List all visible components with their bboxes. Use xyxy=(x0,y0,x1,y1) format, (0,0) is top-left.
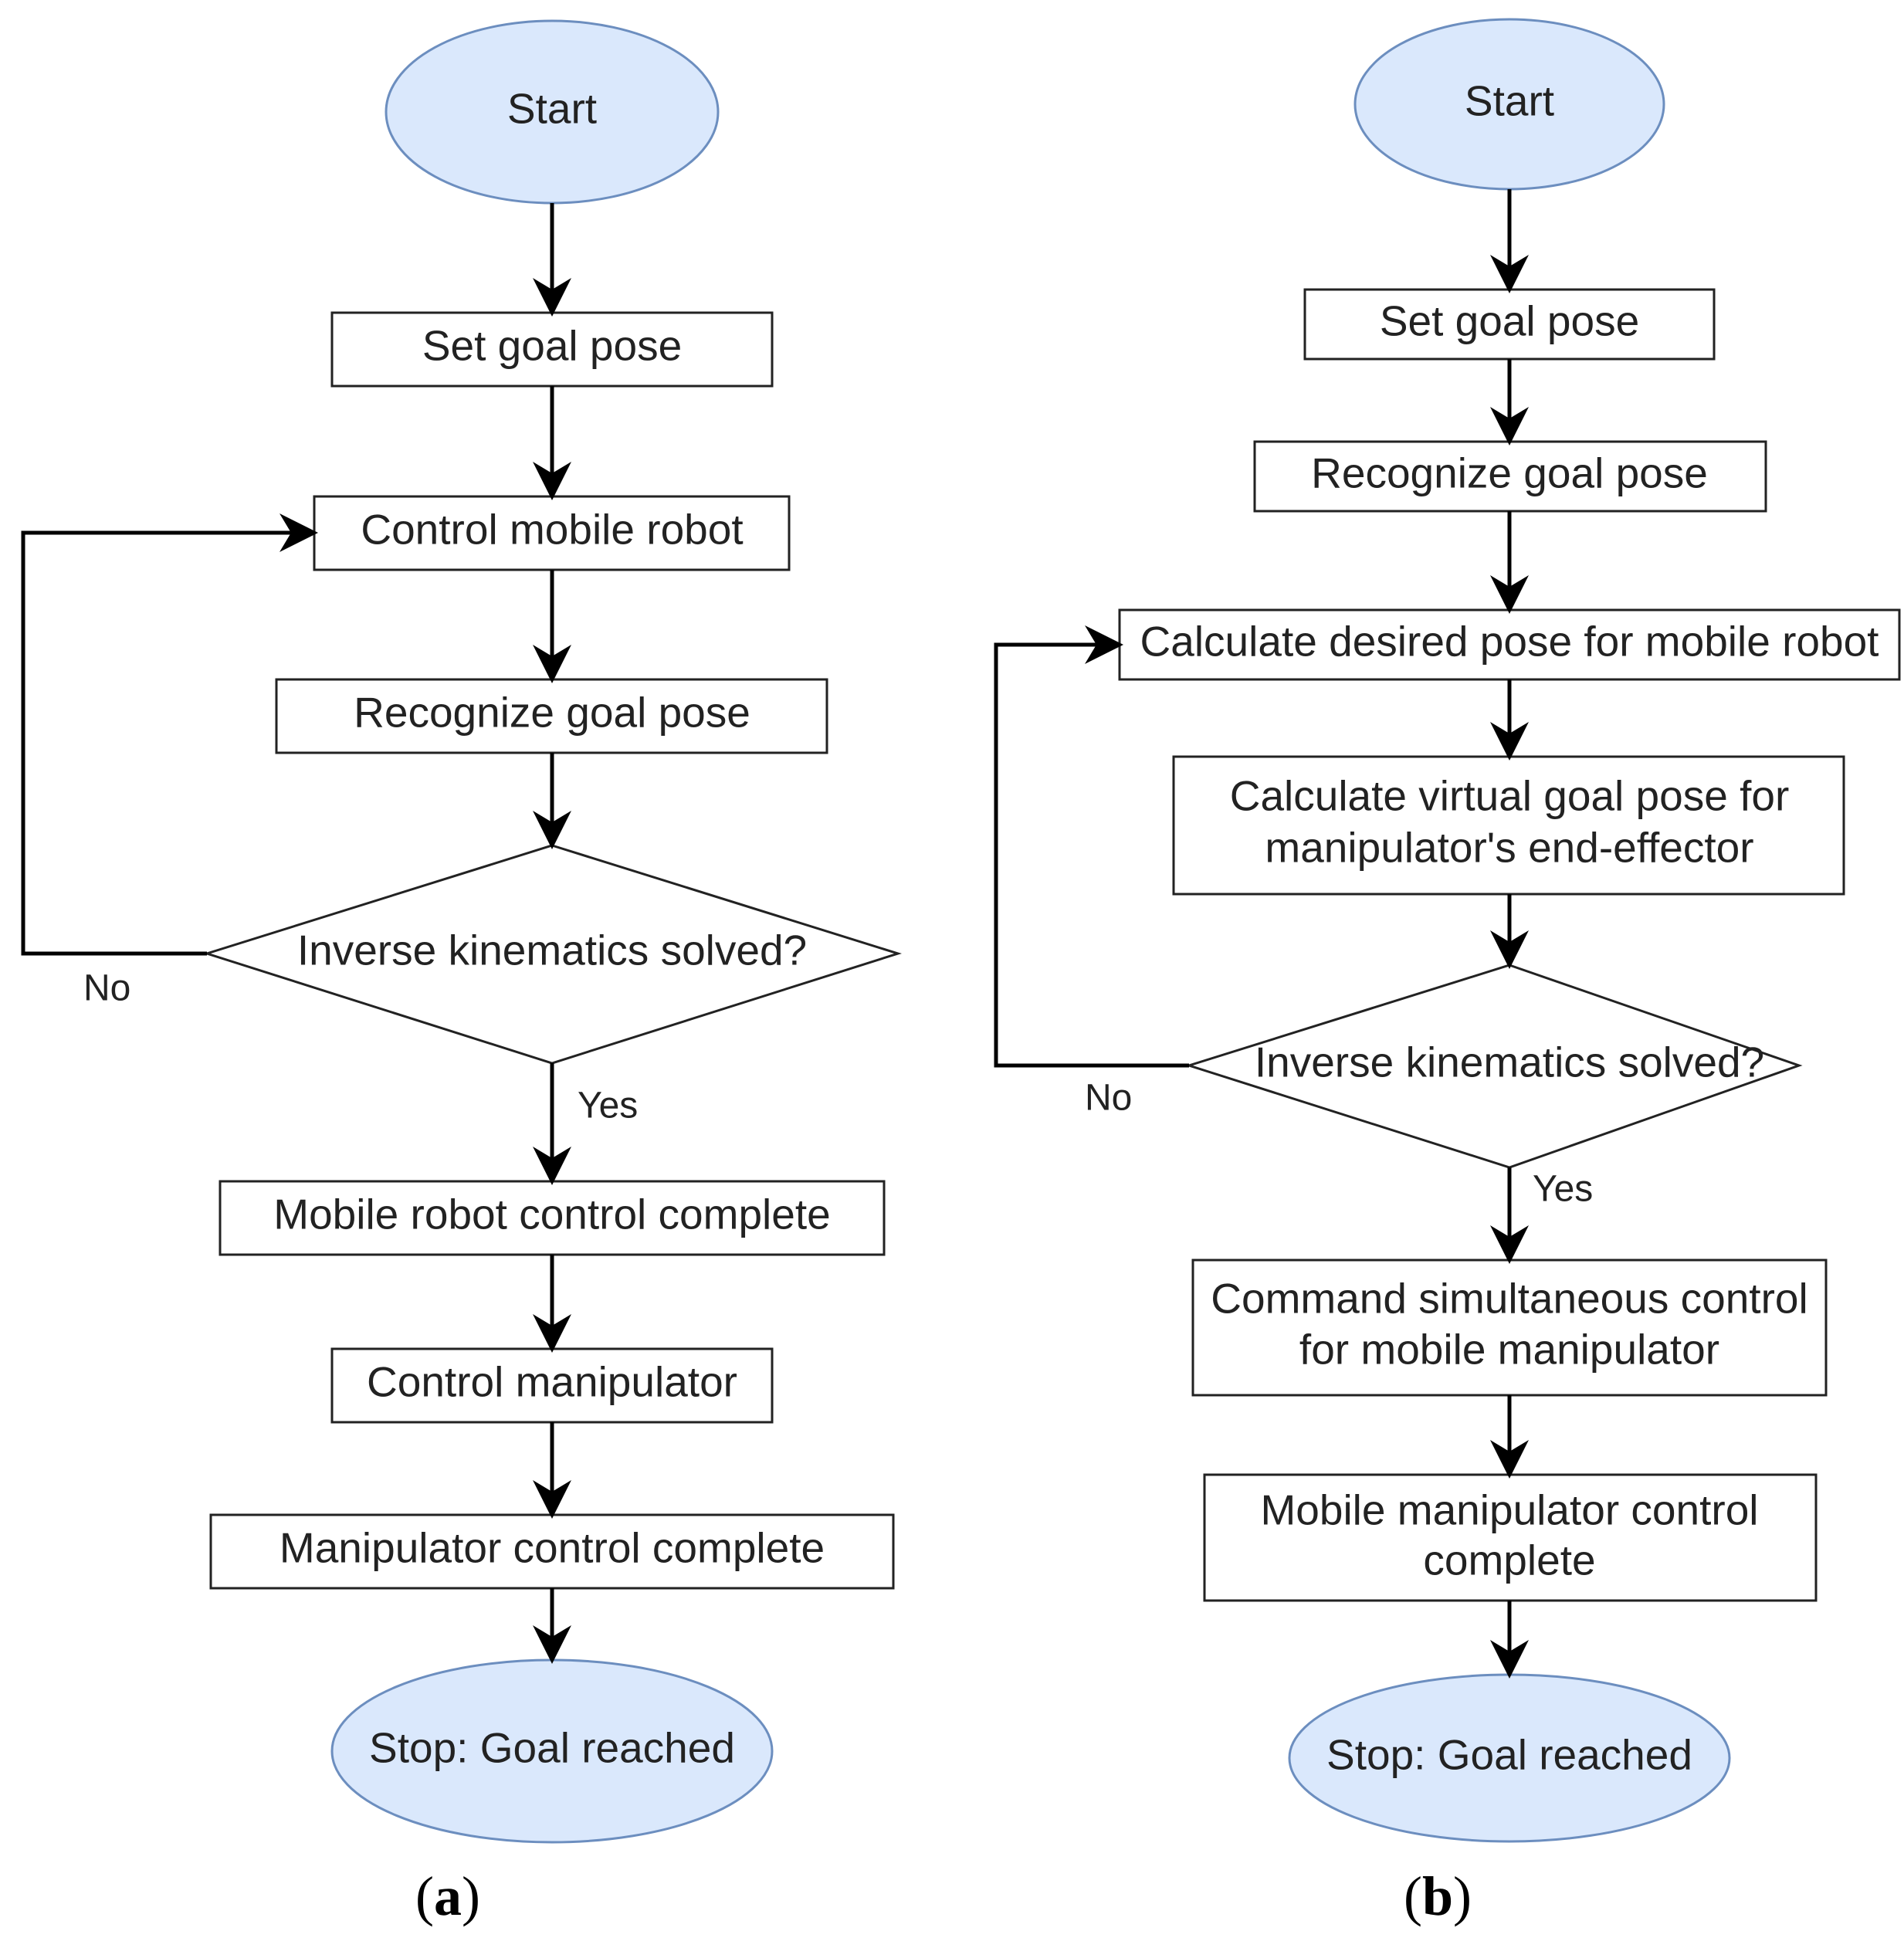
b-command-label-line2: for mobile manipulator xyxy=(1299,1326,1719,1374)
a-mobile-complete-label: Mobile robot control complete xyxy=(273,1191,830,1238)
b-decision-label: Inverse kinematics solved? xyxy=(1255,1038,1764,1086)
a-manipulator-complete-label: Manipulator control complete xyxy=(280,1524,825,1572)
b-stop-label: Stop: Goal reached xyxy=(1326,1731,1692,1779)
a-control-mobile-label: Control mobile robot xyxy=(361,506,743,554)
b-recognize-goal-label: Recognize goal pose xyxy=(1311,449,1708,497)
a-caption: (a) xyxy=(415,1865,480,1927)
b-calc-desired-label: Calculate desired pose for mobile robot xyxy=(1140,618,1879,666)
a-caption-letter: a xyxy=(434,1865,462,1927)
b-calc-virtual-box xyxy=(1172,755,1845,896)
flowchart-a: Start Set goal pose Control mobile robot… xyxy=(21,19,902,1927)
flowchart-b: Start Set goal pose Recognize goal pose … xyxy=(994,18,1901,1927)
b-recognize-goal-box xyxy=(1253,440,1767,513)
b-start-label: Start xyxy=(1465,77,1554,125)
b-set-goal-box xyxy=(1303,288,1716,361)
a-recognize-goal-box xyxy=(275,678,828,754)
a-decision-label: Inverse kinematics solved? xyxy=(297,927,807,974)
a-start-label: Start xyxy=(507,85,597,133)
b-arrow-decision-no-loop xyxy=(994,625,1189,1068)
b-command-label-line1: Command simultaneous control xyxy=(1211,1275,1807,1323)
a-set-goal-label: Set goal pose xyxy=(422,322,682,370)
a-no-label: No xyxy=(83,968,130,1009)
a-recognize-goal-label: Recognize goal pose xyxy=(354,689,750,737)
a-stop-label: Stop: Goal reached xyxy=(369,1724,735,1772)
b-yes-label: Yes xyxy=(1533,1169,1593,1210)
b-mm-complete-label-line1: Mobile manipulator control xyxy=(1260,1486,1758,1534)
b-mm-complete-label-line2: complete xyxy=(1423,1536,1595,1584)
b-caption-letter: b xyxy=(1422,1865,1453,1927)
b-mm-complete-box xyxy=(1203,1473,1818,1602)
b-calc-virtual-label-line2: manipulator's end-effector xyxy=(1265,824,1753,872)
b-calc-virtual-label-line1: Calculate virtual goal pose for xyxy=(1230,772,1790,820)
a-yes-label: Yes xyxy=(578,1086,638,1126)
b-caption: (b) xyxy=(1404,1865,1472,1927)
a-control-manipulator-label: Control manipulator xyxy=(367,1358,737,1406)
b-no-label: No xyxy=(1085,1078,1132,1119)
a-set-goal-box xyxy=(330,311,774,388)
b-set-goal-label: Set goal pose xyxy=(1380,297,1639,345)
a-arrow-decision-no-loop xyxy=(21,513,318,956)
